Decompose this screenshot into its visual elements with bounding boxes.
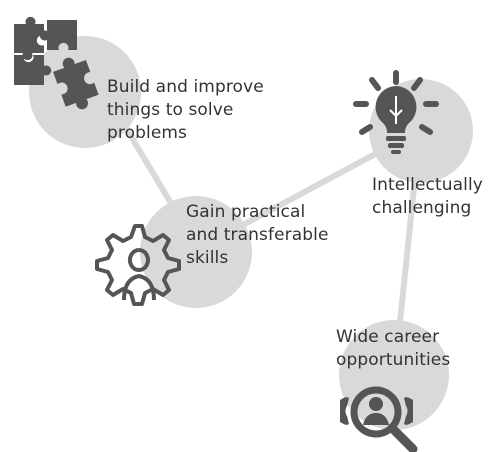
node-label-practical: Gain practical and transferable skills (186, 201, 329, 270)
node-label-career: Wide career opportunities (336, 326, 450, 372)
label-line: Gain practical (186, 202, 306, 222)
gear-person-icon (95, 224, 181, 306)
label-line: Build and improve (107, 77, 264, 97)
circle-career (339, 320, 449, 430)
label-line: and transferable (186, 225, 329, 245)
lightbulb-icon (353, 70, 439, 154)
label-line: challenging (372, 198, 472, 218)
label-line: skills (186, 248, 229, 268)
label-line: opportunities (336, 350, 451, 370)
circle-practical (140, 196, 252, 308)
node-label-build: Build and improve things to solve proble… (107, 76, 264, 145)
label-line: Intellectually (372, 175, 483, 195)
label-line: problems (107, 123, 187, 143)
magnifier-person-icon (340, 386, 418, 452)
label-line: Wide career (336, 327, 440, 347)
node-label-intellectual: Intellectually challenging (372, 174, 483, 220)
label-line: things to solve (107, 100, 234, 120)
puzzle-icon (14, 16, 99, 110)
